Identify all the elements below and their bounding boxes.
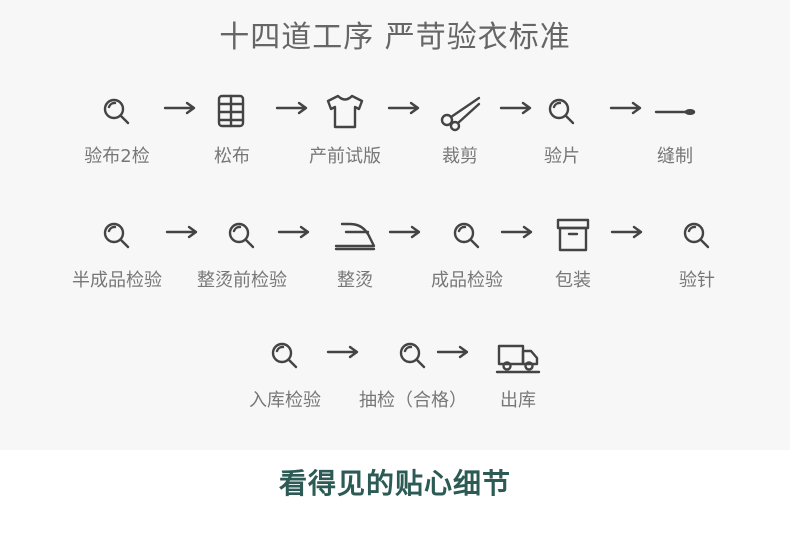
arrow-icon (277, 225, 310, 239)
arrow-icon (499, 101, 532, 115)
arrow-icon (388, 225, 421, 239)
magnifier-icon (94, 216, 140, 256)
arrow-icon (326, 345, 359, 359)
step-pre-production-sample: 产前试版 (280, 92, 410, 168)
footer-title: 看得见的贴心细节 (278, 467, 511, 500)
page-title: 十四道工序 严苛验衣标准 (219, 20, 571, 55)
magnifier-icon (219, 216, 265, 256)
magnifier-icon (674, 216, 720, 256)
step-relax-fabric: 松布 (167, 92, 297, 168)
step-label: 验片 (544, 146, 580, 167)
step-pre-ironing-inspection: 整烫前检验 (177, 216, 307, 292)
magnifier-icon (262, 336, 308, 376)
step-label: 缝制 (657, 146, 693, 167)
step-label: 成品检验 (431, 270, 503, 291)
step-label: 整烫前检验 (197, 270, 287, 291)
step-finished-inspection: 成品检验 (402, 216, 532, 292)
step-semi-finished-inspection: 半成品检验 (52, 216, 182, 292)
step-needle-detection: 验针 (632, 216, 762, 292)
step-label: 入库检验 (249, 390, 321, 411)
truck-icon (495, 336, 541, 376)
arrow-icon (275, 101, 308, 115)
scissors-icon (437, 92, 483, 132)
fabric-roll-icon (209, 92, 255, 132)
arrow-icon (609, 101, 642, 115)
step-label: 包装 (555, 270, 591, 291)
step-panel-inspection: 验片 (497, 92, 627, 168)
arrow-icon (436, 345, 469, 359)
step-cutting: 裁剪 (395, 92, 525, 168)
step-label: 抽检（合格） (359, 390, 467, 411)
step-label: 裁剪 (442, 146, 478, 167)
step-label: 验针 (679, 270, 715, 291)
step-label: 半成品检验 (72, 270, 162, 291)
step-label: 整烫 (337, 270, 373, 291)
arrow-icon (163, 101, 196, 115)
tshirt-icon (322, 92, 368, 132)
magnifier-icon (539, 92, 585, 132)
step-fabric-inspection: 验布2检 (52, 92, 182, 168)
needle-icon (652, 92, 698, 132)
magnifier-icon (444, 216, 490, 256)
arrow-icon (500, 225, 533, 239)
step-packaging: 包装 (508, 216, 638, 292)
iron-icon (332, 216, 378, 256)
step-sampling-check: 抽检（合格） (348, 336, 478, 412)
arrow-icon (165, 225, 198, 239)
step-label: 松布 (214, 146, 250, 167)
magnifier-icon (94, 92, 140, 132)
process-panel: 十四道工序 严苛验衣标准 验布2检 松布 产前试版 (52, 20, 762, 412)
step-label: 验布2检 (84, 146, 150, 167)
step-dispatch: 出库 (453, 336, 583, 412)
step-label: 出库 (500, 390, 536, 411)
arrow-icon (610, 225, 643, 239)
step-label: 产前试版 (309, 146, 381, 167)
box-icon (550, 216, 596, 256)
step-warehouse-inspection: 入库检验 (220, 336, 350, 412)
step-sewing: 缝制 (610, 92, 740, 168)
step-ironing: 整烫 (290, 216, 420, 292)
magnifier-icon (390, 336, 436, 376)
arrow-icon (387, 101, 420, 115)
